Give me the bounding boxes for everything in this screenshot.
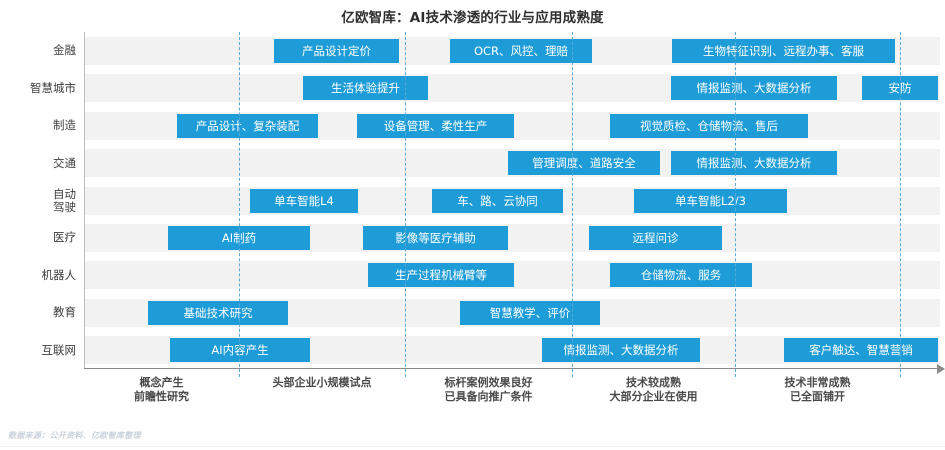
y-axis-label-机器人: 机器人 xyxy=(0,267,77,282)
y-axis-line xyxy=(84,32,85,369)
y-axis-label-line: 智慧城市 xyxy=(30,80,76,95)
y-axis-label-line: 自动 xyxy=(53,186,76,201)
y-axis-label-line: 驾驶 xyxy=(53,199,76,214)
table-row: 基础技术研究 智慧教学、评价 xyxy=(84,298,940,327)
x-axis-label-line: 已全面铺开 xyxy=(790,390,845,403)
y-axis-label-智慧城市: 智慧城市 xyxy=(0,80,76,95)
y-axis-label-line: 金融 xyxy=(53,43,76,58)
y-axis-label-互联网: 互联网 xyxy=(0,342,77,357)
x-axis-label-line: 标杆案例效果良好 xyxy=(444,376,533,389)
x-axis-line xyxy=(84,368,940,369)
maturity-box[interactable]: 产品设计定价 xyxy=(274,38,399,63)
y-axis-label-line: 机器人 xyxy=(41,267,77,282)
table-row: 产品设计、复杂装配 设备管理、柔性生产 视觉质检、仓储物流、售后 xyxy=(84,111,940,140)
maturity-box[interactable]: 生活体验提升 xyxy=(303,76,428,101)
gridline-5 xyxy=(900,32,901,377)
maturity-box[interactable]: 单车智能L4 xyxy=(250,188,358,213)
maturity-box[interactable]: 设备管理、柔性生产 xyxy=(357,113,514,138)
x-axis-stage-5: 技术非常成熟已全面铺开 xyxy=(718,376,918,404)
gridline-2 xyxy=(405,32,406,377)
y-axis-label-自动驾驶: 自动驾驶 xyxy=(0,186,76,214)
x-axis-stage-3: 标杆案例效果良好已具备向推广条件 xyxy=(389,376,589,404)
x-axis-label-line: 前瞻性研究 xyxy=(134,390,189,403)
maturity-box[interactable]: 产品设计、复杂装配 xyxy=(177,113,318,138)
maturity-box[interactable]: OCR、风控、理赔 xyxy=(450,38,592,63)
maturity-box[interactable]: 生物特征识别、远程办事、客服 xyxy=(672,38,895,63)
table-row: 单车智能L4 车、路、云协同 单车智能L2/3 xyxy=(84,186,940,215)
maturity-box[interactable]: 生产过程机械臂等 xyxy=(368,263,514,288)
maturity-box[interactable]: 客户触达、智慧营销 xyxy=(784,338,938,363)
gridline-3 xyxy=(572,32,573,377)
y-axis-label-line: 交通 xyxy=(53,155,76,170)
y-axis-label-教育: 教育 xyxy=(0,306,76,319)
maturity-box[interactable]: 仓储物流、服务 xyxy=(610,263,752,288)
gridline-1 xyxy=(239,32,240,377)
maturity-box[interactable]: AI内容产生 xyxy=(170,338,310,363)
maturity-box[interactable]: 情报监测、大数据分析 xyxy=(542,338,700,363)
x-axis-label-line: 头部企业小规模试点 xyxy=(272,376,372,389)
table-row: AI制药影像等医疗辅助远程问诊 xyxy=(84,223,940,252)
table-row: AI内容产生 情报监测、大数据分析 客户触达、智慧营销 xyxy=(84,336,940,365)
maturity-box[interactable]: 情报监测、大数据分析 xyxy=(671,151,837,176)
y-axis-label-line: 医疗 xyxy=(53,230,76,245)
table-row: 生产过程机械臂等 仓储物流、服务 xyxy=(84,261,940,290)
source-note: 数据来源：公开资料、亿欧智库整理 xyxy=(8,431,141,440)
y-axis-label-制造: 制造 xyxy=(0,119,76,132)
x-axis-stage-1: 概念产生前瞻性研究 xyxy=(62,376,262,404)
maturity-box[interactable]: 远程问诊 xyxy=(589,225,722,250)
x-axis-label-line: 技术非常成熟 xyxy=(784,376,851,389)
gridline-4 xyxy=(735,32,736,377)
maturity-box[interactable]: 单车智能L2/3 xyxy=(634,188,787,213)
y-axis-label-交通: 交通 xyxy=(0,155,76,170)
y-axis-label-医疗: 医疗 xyxy=(0,231,76,244)
footer-divider xyxy=(0,446,945,447)
maturity-box[interactable]: 车、路、云协同 xyxy=(432,188,563,213)
y-axis-label-金融: 金融 xyxy=(0,44,76,57)
y-axis-label-line: 互联网 xyxy=(41,342,77,357)
maturity-box[interactable]: 管理调度、道路安全 xyxy=(508,151,660,176)
x-axis-label-line: 技术较成熟 xyxy=(626,376,681,389)
x-axis-label-line: 大部分企业在使用 xyxy=(609,390,698,403)
y-axis-label-line: 教育 xyxy=(53,305,76,320)
maturity-box[interactable]: 视觉质检、仓储物流、售后 xyxy=(610,113,808,138)
x-axis-stage-2: 头部企业小规模试点 xyxy=(222,376,422,390)
table-row: 生活体验提升情报监测、大数据分析安防 xyxy=(84,74,940,103)
table-row: 产品设计定价 OCR、风控、理赔 生物特征识别、远程办事、客服 xyxy=(84,36,940,65)
maturity-box[interactable]: 基础技术研究 xyxy=(148,300,288,325)
maturity-box[interactable]: 情报监测、大数据分析 xyxy=(671,76,837,101)
y-axis-label-line: 制造 xyxy=(53,118,76,133)
x-axis-arrow-icon xyxy=(937,363,945,374)
x-axis-label-line: 已具备向推广条件 xyxy=(444,390,533,403)
maturity-box[interactable]: 影像等医疗辅助 xyxy=(363,225,508,250)
x-axis-stage-4: 技术较成熟大部分企业在使用 xyxy=(554,376,754,404)
table-row: 管理调度、道路安全情报监测、大数据分析 xyxy=(84,149,940,178)
x-axis-label-line: 概念产生 xyxy=(139,376,184,389)
maturity-box[interactable]: 智慧教学、评价 xyxy=(460,300,600,325)
page-title: 亿欧智库：AI技术渗透的行业与应用成熟度 xyxy=(341,10,604,26)
